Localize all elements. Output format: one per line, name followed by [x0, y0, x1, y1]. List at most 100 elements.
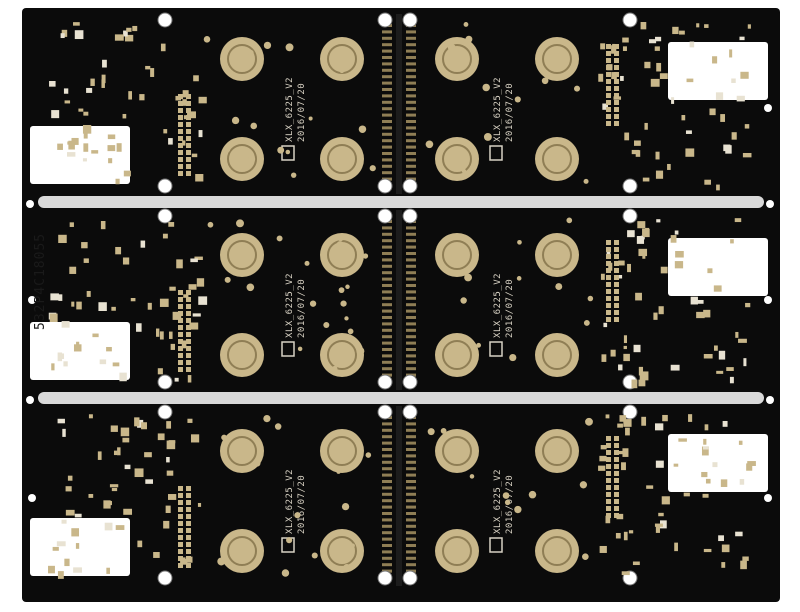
- smd-pad: [723, 144, 731, 152]
- edge-finger: [406, 316, 416, 319]
- smd-pad: [740, 560, 747, 570]
- smd-pad: [159, 331, 164, 340]
- header-pin: [614, 492, 619, 497]
- edge-finger: [382, 264, 392, 268]
- battery-contact-pad: [435, 333, 479, 377]
- via-pad: [369, 165, 376, 172]
- smd-pad: [623, 419, 632, 427]
- header-pin: [178, 108, 183, 113]
- edge-finger: [382, 62, 392, 66]
- smd-pad: [183, 294, 189, 298]
- smd-pad: [713, 345, 718, 351]
- via-pad: [463, 22, 469, 27]
- edge-finger: [382, 68, 392, 72]
- header-pin: [186, 549, 191, 554]
- edge-finger: [382, 563, 392, 567]
- mounting-hole: [377, 12, 393, 28]
- smd-pad: [678, 438, 687, 442]
- smd-pad: [195, 174, 204, 182]
- smd-pad: [632, 561, 640, 566]
- edge-finger: [382, 460, 392, 464]
- edge-finger: [406, 171, 416, 175]
- battery-contact-pad: [220, 333, 264, 377]
- via-pad: [308, 116, 313, 121]
- via-pad: [555, 283, 563, 291]
- edge-finger: [382, 139, 392, 143]
- via-pad: [231, 116, 240, 125]
- smd-pad: [57, 418, 65, 424]
- via-pad: [516, 276, 522, 281]
- smd-pad: [654, 423, 664, 431]
- smd-pad: [182, 140, 186, 146]
- smd-pad: [112, 362, 120, 367]
- header-pin: [614, 310, 619, 315]
- smd-pad: [78, 108, 84, 112]
- header-pin: [178, 115, 183, 120]
- header-pin: [606, 58, 611, 63]
- smd-pad: [634, 140, 641, 146]
- header-pin: [614, 254, 619, 259]
- header-pin: [178, 521, 183, 526]
- connector-cutout-right: [668, 42, 768, 100]
- smd-pad: [681, 115, 686, 121]
- smd-pad: [622, 46, 627, 52]
- silkscreen-logo: [489, 537, 503, 553]
- via-pad: [476, 342, 482, 348]
- smd-pad: [746, 463, 753, 471]
- smd-pad: [74, 513, 82, 518]
- smd-pad: [117, 447, 121, 456]
- header-pin: [186, 290, 191, 295]
- smd-pad: [703, 353, 713, 359]
- smd-pad: [670, 364, 680, 371]
- smd-pad: [674, 261, 684, 269]
- edge-finger: [406, 512, 416, 515]
- header-pin: [614, 107, 619, 112]
- smd-pad: [88, 493, 94, 498]
- smd-pad: [49, 81, 56, 87]
- smd-pad: [76, 301, 82, 310]
- via-pad: [331, 365, 338, 372]
- smd-pad: [707, 268, 713, 274]
- header-pin: [178, 507, 183, 512]
- pad-ring: [327, 240, 357, 270]
- smd-pad: [738, 440, 743, 445]
- smd-pad: [73, 567, 82, 573]
- smd-pad: [747, 461, 756, 466]
- header-pin: [186, 304, 191, 309]
- header-pin: [606, 261, 611, 266]
- header-pin: [186, 150, 191, 155]
- header-pin: [178, 290, 183, 295]
- smd-pad: [196, 278, 205, 287]
- edge-finger: [406, 448, 416, 451]
- edge-finger: [406, 245, 416, 249]
- smd-pad: [144, 452, 152, 458]
- header-pin: [614, 86, 619, 91]
- header-pin: [606, 93, 611, 98]
- edge-finger: [406, 252, 416, 255]
- smd-pad: [104, 522, 113, 531]
- via-pad: [517, 239, 522, 245]
- header-pin: [614, 51, 619, 56]
- smd-pad: [82, 124, 92, 134]
- via-pad: [276, 235, 283, 242]
- smd-pad: [702, 493, 709, 498]
- mounting-hole: [157, 208, 173, 224]
- via-pad: [345, 284, 350, 290]
- header-pin: [186, 108, 191, 113]
- header-pin: [186, 164, 191, 169]
- edge-finger: [382, 94, 392, 98]
- edge-finger: [406, 36, 416, 40]
- header-pin: [178, 143, 183, 148]
- header-pin: [186, 367, 191, 372]
- smd-pad: [628, 530, 634, 534]
- edge-finger: [406, 132, 416, 136]
- smd-pad: [615, 532, 621, 539]
- smd-pad: [103, 500, 111, 509]
- header-pin: [178, 360, 183, 365]
- header-pin: [606, 310, 611, 315]
- edge-finger: [406, 309, 416, 313]
- silkscreen-logo: [281, 341, 295, 357]
